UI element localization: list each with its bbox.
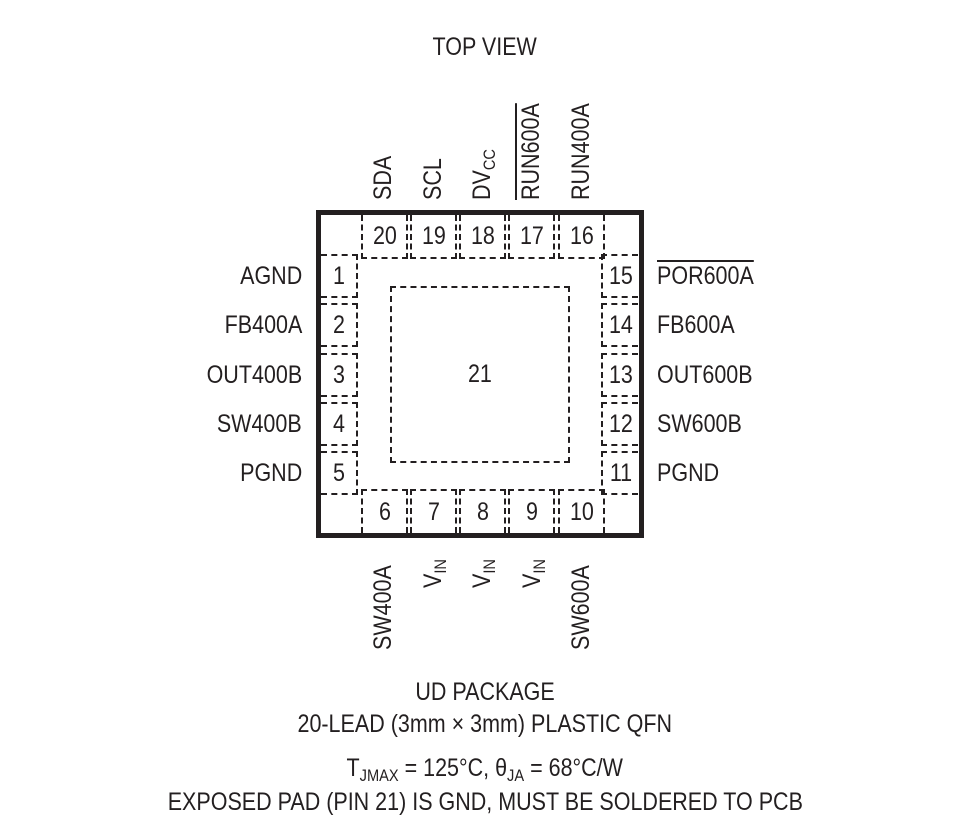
pin-20: 20: [361, 215, 408, 259]
pin-label-19: SCL: [419, 158, 447, 200]
pin-label-15: POR600A: [657, 262, 754, 290]
pin-7: 7: [410, 489, 457, 533]
pin-label-17: RUN600A: [517, 103, 545, 200]
pin-label-16: RUN400A: [567, 103, 595, 200]
pin-label-1: AGND: [239, 262, 302, 290]
pin-8: 8: [459, 489, 506, 533]
pin-label-3: OUT400B: [206, 361, 302, 389]
pin-label-11: PGND: [657, 459, 720, 487]
pin-label-18: DVCC: [468, 149, 499, 200]
package-description: 20-LEAD (3mm × 3mm) PLASTIC QFN: [297, 710, 673, 738]
pin-4: 4: [321, 402, 358, 446]
pin-label-10: SW600A: [567, 565, 595, 650]
pin-1: 1: [321, 254, 358, 298]
pin-label-6: SW400A: [369, 565, 397, 650]
diagram-title: TOP VIEW: [432, 33, 538, 61]
pin-label-14: FB600A: [657, 311, 735, 339]
pin-label-9: VIN: [518, 559, 549, 588]
pin-16: 16: [558, 215, 605, 259]
pin-label-4: SW400B: [217, 410, 302, 438]
pin-label-12: SW600B: [657, 410, 742, 438]
pin-label-20: SDA: [369, 155, 397, 200]
pin-10: 10: [558, 489, 605, 533]
pin-12: 12: [601, 402, 638, 446]
pin-13: 13: [601, 353, 638, 397]
pin-label-13: OUT600B: [657, 361, 753, 389]
pin-2: 2: [321, 303, 358, 347]
pin-15: 15: [601, 254, 638, 298]
pin-5: 5: [321, 451, 358, 495]
thermal-spec: TJMAX = 125°C, θJA = 68°C/W: [346, 754, 624, 785]
package-name: UD PACKAGE: [415, 678, 555, 706]
pin-14: 14: [601, 303, 638, 347]
pin-19: 19: [410, 215, 457, 259]
exposed-pad-note: EXPOSED PAD (PIN 21) IS GND, MUST BE SOL…: [167, 788, 803, 816]
pin-label-8: VIN: [468, 559, 499, 588]
pin-label-7: VIN: [419, 559, 450, 588]
pin-label-5: PGND: [239, 459, 302, 487]
exposed-pad: 21: [390, 286, 570, 463]
pin-11: 11: [601, 451, 638, 495]
pin-9: 9: [508, 489, 555, 533]
pin-18: 18: [459, 215, 506, 259]
pin-3: 3: [321, 353, 358, 397]
pin-6: 6: [361, 489, 408, 533]
package-outline: [316, 210, 644, 538]
pin-label-2: FB400A: [224, 311, 302, 339]
pin-17: 17: [508, 215, 555, 259]
